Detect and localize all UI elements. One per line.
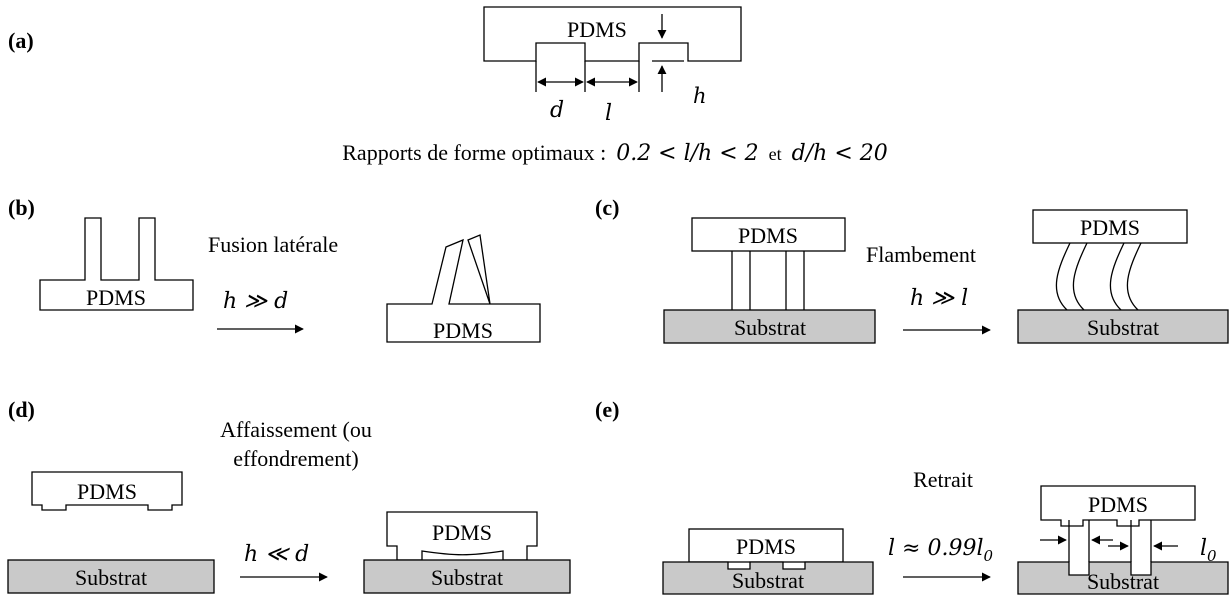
panel-d-title-line2: effondrement) [233, 446, 358, 471]
panel-e-substrate-after [1017, 561, 1229, 595]
panel-d-substrate-label-after: Substrat [431, 565, 503, 590]
panel-d-substrate-after [363, 559, 571, 594]
panel-label-b: (b) [8, 195, 35, 220]
panel-c-substrate-before [663, 309, 876, 344]
panel-d-title-line1: Affaissement (ou [220, 417, 372, 442]
panel-e: PDMS Substrat Retrait l ≈ 0.99l0 PDMS Su… [662, 467, 1229, 595]
panel-b-stamp-after [386, 234, 541, 343]
panel-b: PDMS Fusion latérale h ≫ d PDMS [39, 217, 541, 343]
panel-b-pdms-after: PDMS [433, 318, 493, 343]
panel-c-pdms-after: PDMS [1080, 215, 1140, 240]
panel-d-substrate-before [7, 559, 215, 594]
aspect-ratio-caption: Rapports de forme optimaux : 0.2 < l/h <… [342, 140, 887, 166]
panel-d: PDMS Substrat Affaissement (ou effondrem… [7, 417, 571, 594]
panel-e-substrate-before [662, 561, 874, 595]
panel-d-substrate-label-before: Substrat [75, 565, 147, 590]
panel-b-stamp-before [39, 217, 194, 311]
panel-b-condition: h ≫ d [223, 289, 288, 314]
panel-d-condition: h ≪ d [244, 542, 309, 567]
panel-e-stamp-after [1040, 485, 1196, 527]
panel-e-condition: l ≈ 0.99l0 [888, 536, 993, 565]
panel-e-pdms-before: PDMS [736, 534, 796, 559]
panel-e-title: Retrait [913, 467, 973, 492]
panel-c-substrate-label-before: Substrat [734, 315, 806, 340]
panel-e-l0-label: l0 [1200, 536, 1217, 565]
dim-d-label: d [550, 98, 564, 123]
panel-label-c: (c) [595, 195, 619, 220]
panel-c-title: Flambement [866, 242, 976, 267]
panel-label-a: (a) [8, 28, 34, 53]
panel-c-pdms-before: PDMS [738, 223, 798, 248]
panel-e-substrate-label-after: Substrat [1087, 569, 1159, 594]
panel-c-stamp-top-before [691, 217, 846, 252]
panel-e-substrate-label-before: Substrat [732, 568, 804, 593]
panel-c: PDMS Substrat Flambement h ≫ l PDMS Subs… [663, 209, 1229, 344]
panel-b-title: Fusion latérale [208, 232, 338, 257]
panel-b-pdms-before: PDMS [86, 285, 146, 310]
panel-c-substrate-after [1017, 309, 1229, 344]
panel-e-stamp-before [688, 528, 844, 563]
dim-l-label: l [605, 101, 612, 126]
panel-c-stamp-top-after [1032, 209, 1188, 244]
panel-a-pdms-label: PDMS [567, 17, 627, 42]
panel-e-pdms-after: PDMS [1088, 492, 1148, 517]
panel-d-pdms-before: PDMS [77, 479, 137, 504]
panel-d-pdms-after: PDMS [432, 520, 492, 545]
dim-h-label: h [693, 84, 707, 108]
panel-label-e: (e) [595, 397, 619, 422]
panel-d-stamp-before [31, 471, 183, 511]
panel-a-stamp: PDMS h d l [483, 6, 742, 126]
panel-c-substrate-label-after: Substrat [1087, 315, 1159, 340]
panel-label-d: (d) [8, 397, 35, 422]
panel-c-condition: h ≫ l [910, 286, 968, 311]
